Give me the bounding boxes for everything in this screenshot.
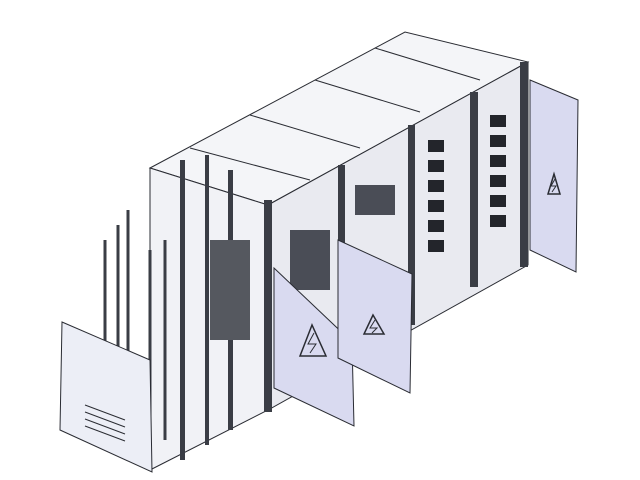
door-middle[interactable] (337, 239, 413, 394)
high-voltage-warning-icon (362, 313, 386, 335)
door-left[interactable] (273, 266, 355, 427)
side-panel (59, 321, 153, 473)
door-right[interactable] (529, 79, 579, 273)
high-voltage-warning-icon (546, 171, 562, 195)
vent-slots (84, 404, 126, 442)
high-voltage-warning-icon (298, 323, 328, 357)
breaker-modules (210, 115, 506, 340)
